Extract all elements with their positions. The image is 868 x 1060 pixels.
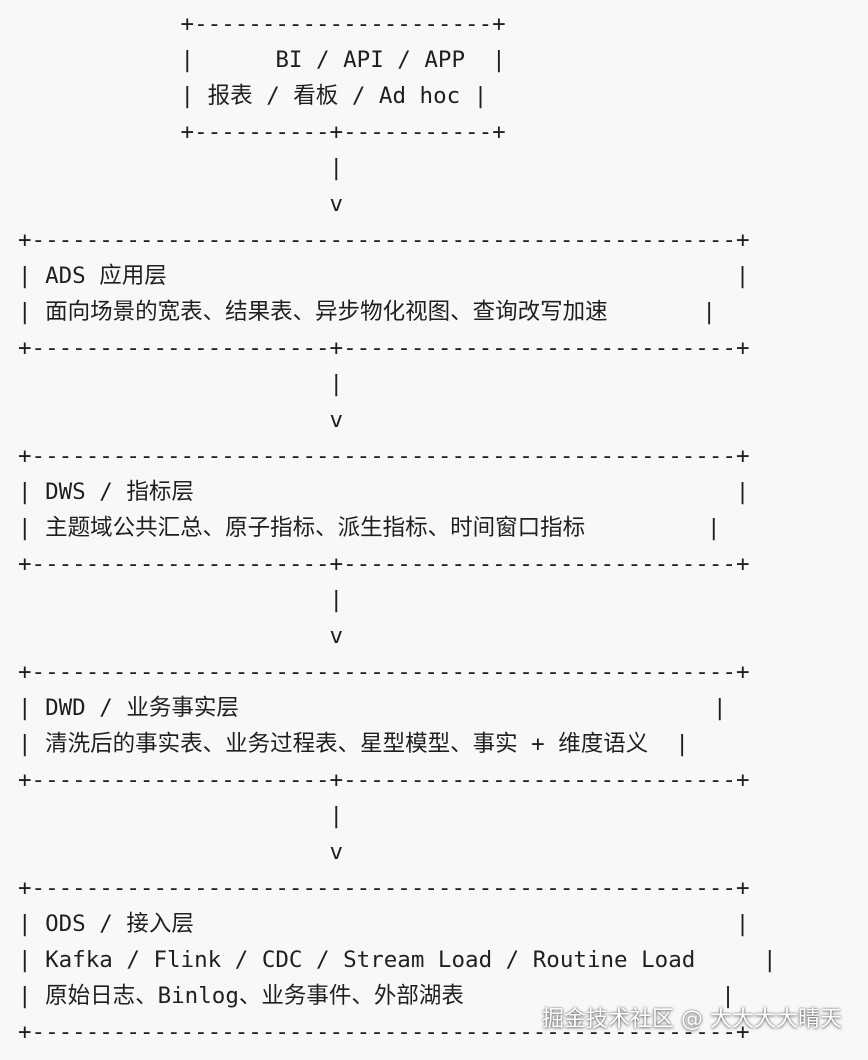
arrow-down-icon: v xyxy=(18,407,344,433)
watermark: 掘金技术社区 @ 大大大大晴天 xyxy=(542,1007,842,1032)
connector-line: | xyxy=(18,155,344,181)
ods-layer-title: | ODS / 接入层 | xyxy=(18,911,750,937)
dws-layer-title: | DWS / 指标层 | xyxy=(18,479,750,505)
dwd-layer-title: | DWD / 业务事实层 | xyxy=(18,695,727,721)
ads-layer-description: | 面向场景的宽表、结果表、异步物化视图、查询改写加速 | xyxy=(18,299,716,325)
ads-layer-title: | ADS 应用层 | xyxy=(18,263,750,289)
bi-box-bottom-border: +----------+-----------+ xyxy=(18,119,506,145)
bi-box-subtitle: | 报表 / 看板 / Ad hoc | xyxy=(18,83,488,109)
dwd-box-bottom-border: +----------------------+----------------… xyxy=(18,767,750,793)
bi-box-top-border: +----------------------+ xyxy=(18,11,506,37)
connector-line: | xyxy=(18,587,344,613)
dws-layer-description: | 主题域公共汇总、原子指标、派生指标、时间窗口指标 | xyxy=(18,515,721,541)
dws-box-bottom-border: +----------------------+----------------… xyxy=(18,551,750,577)
arrow-down-icon: v xyxy=(18,623,344,649)
connector-line: | xyxy=(18,803,344,829)
ods-layer-description: | 原始日志、Binlog、业务事件、外部湖表 | xyxy=(18,983,735,1009)
dwd-box-top-border: +---------------------------------------… xyxy=(18,659,750,685)
arrow-down-icon: v xyxy=(18,191,344,217)
dwd-layer-description: | 清洗后的事实表、业务过程表、星型模型、事实 + 维度语义 | xyxy=(18,731,689,757)
ods-box-top-border: +---------------------------------------… xyxy=(18,875,750,901)
bi-box-title: | BI / API / APP | xyxy=(18,47,506,73)
arrow-down-icon: v xyxy=(18,839,344,865)
dws-box-top-border: +---------------------------------------… xyxy=(18,443,750,469)
connector-line: | xyxy=(18,371,344,397)
ods-layer-sources: | Kafka / Flink / CDC / Stream Load / Ro… xyxy=(18,947,777,973)
ads-box-bottom-border: +----------------------+----------------… xyxy=(18,335,750,361)
ods-box-bottom-border: +---------------------------------------… xyxy=(18,1019,750,1045)
ads-box-top-border: +---------------------------------------… xyxy=(18,227,750,253)
